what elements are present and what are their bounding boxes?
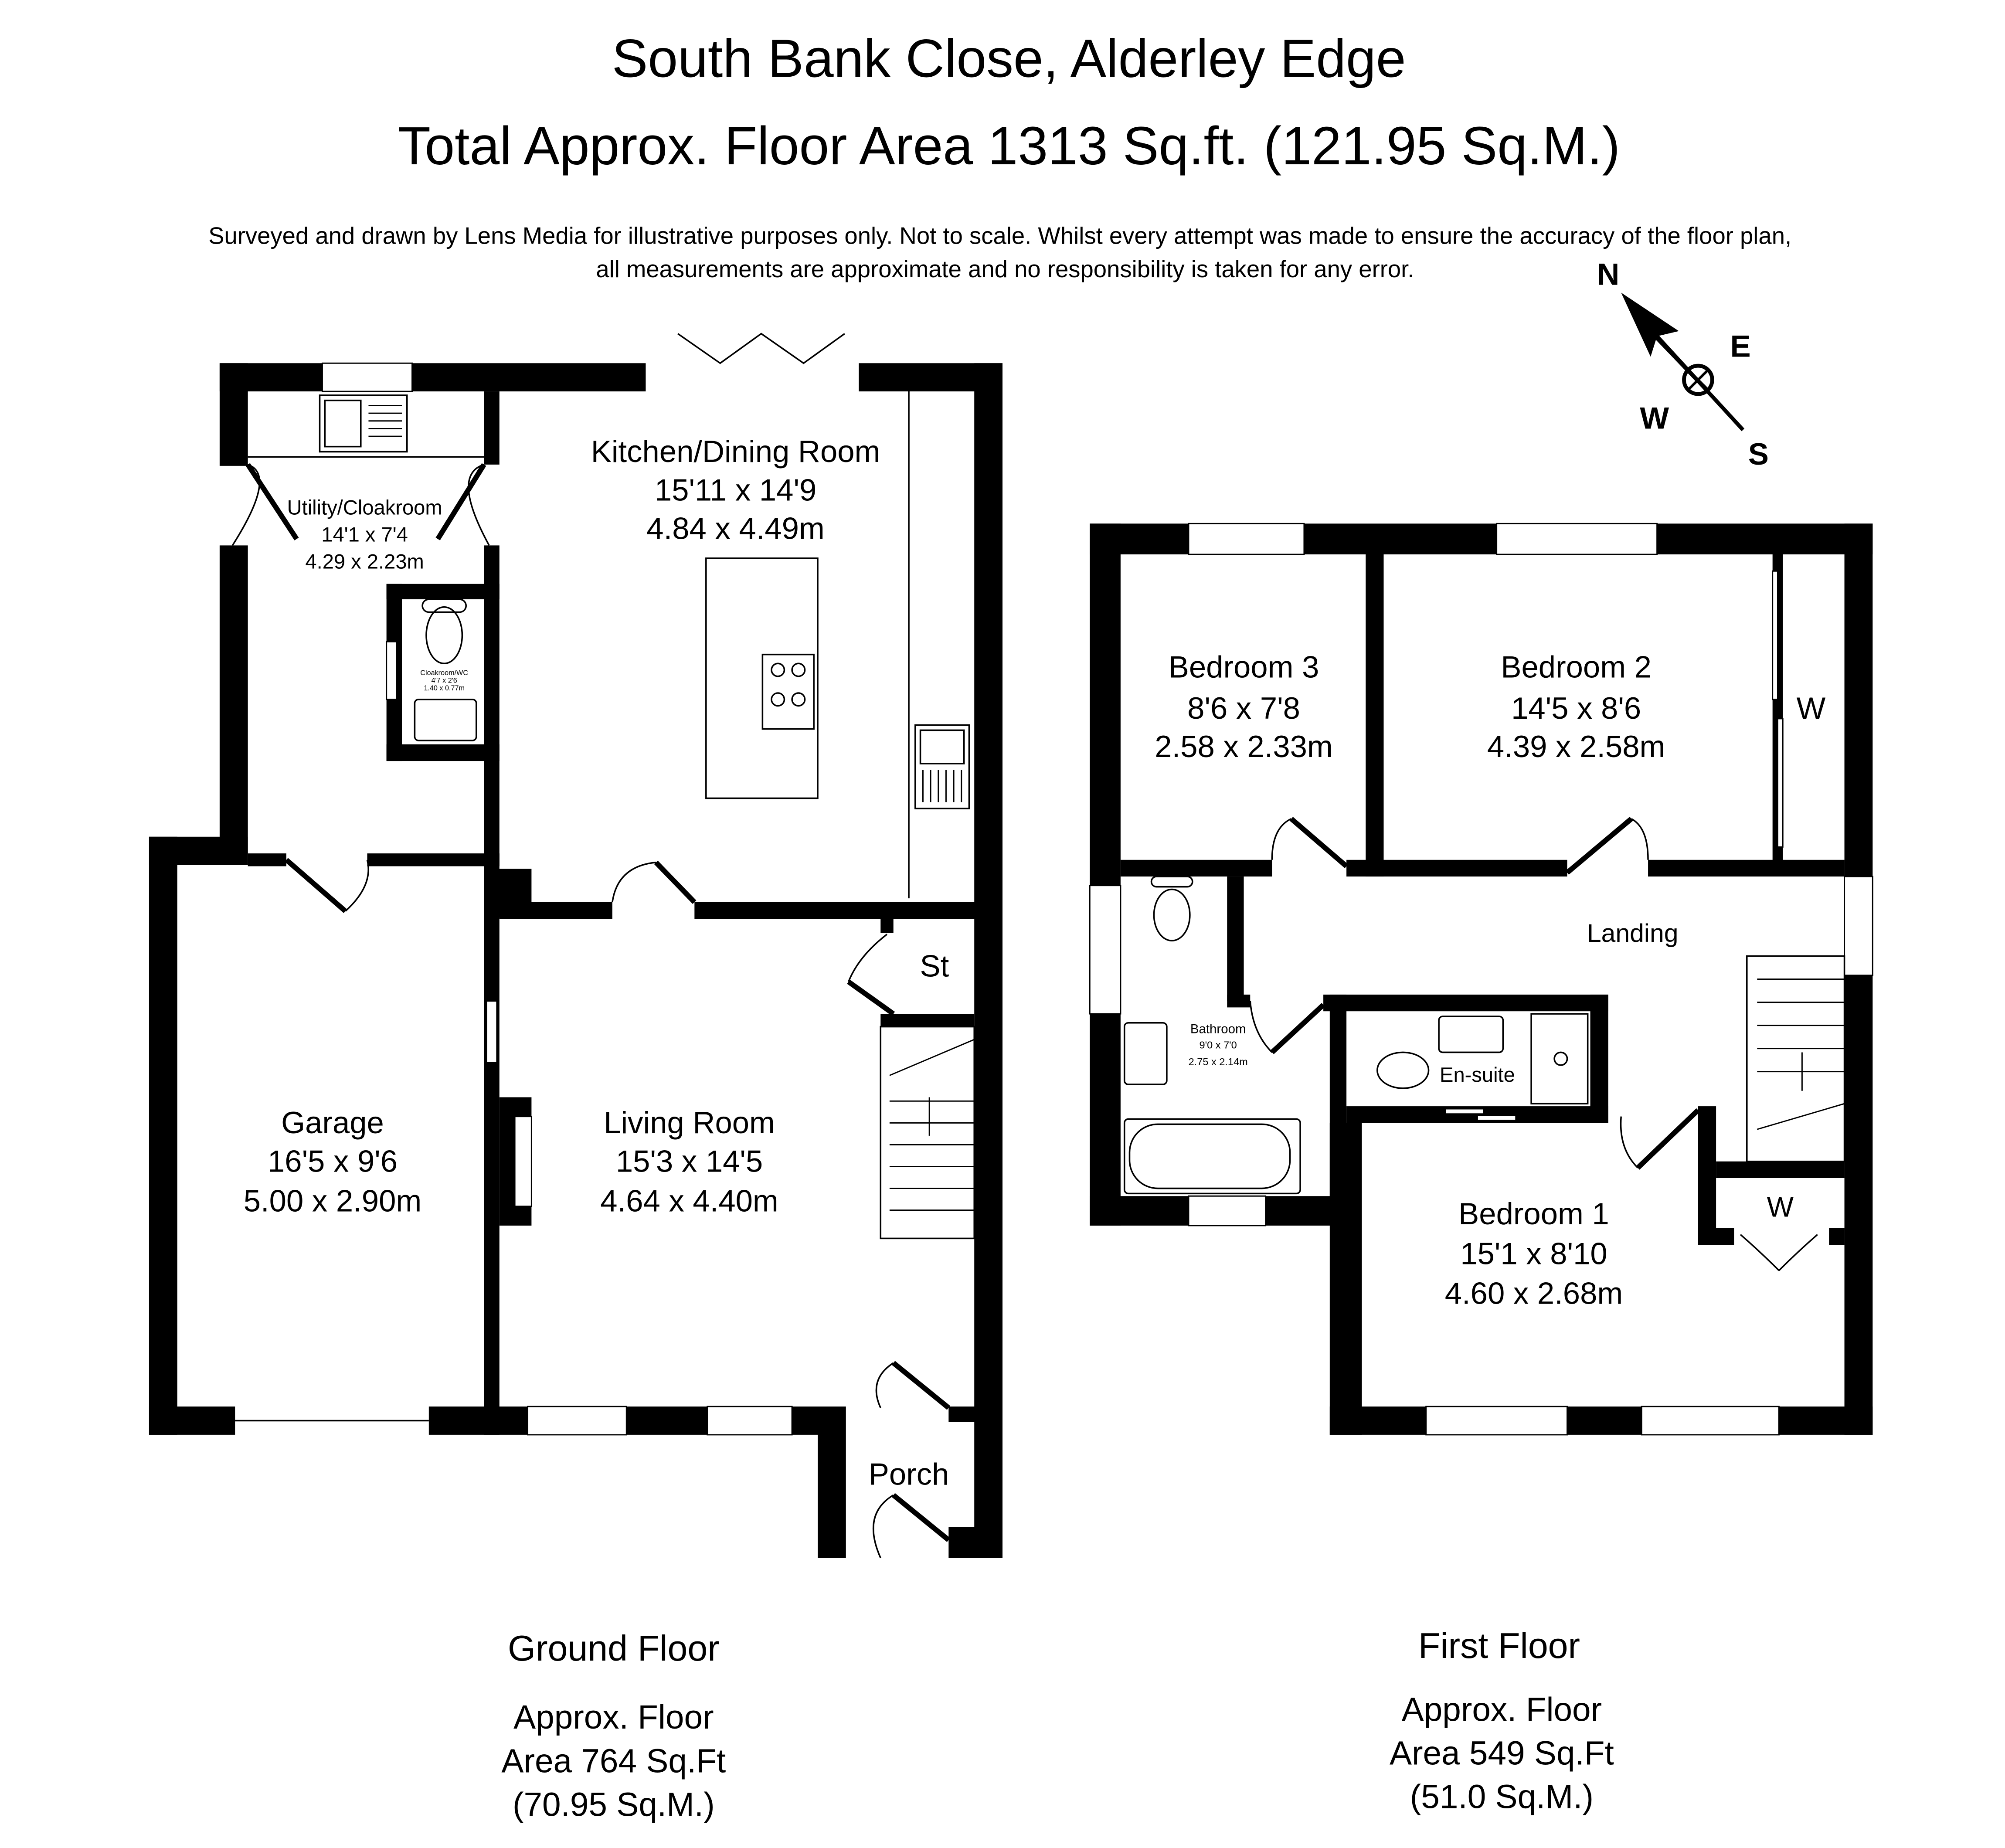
bathroom-name: Bathroom [1190, 1022, 1246, 1036]
garage-name: Garage [281, 1105, 384, 1140]
bedroom3-name: Bedroom 3 [1169, 650, 1319, 684]
kitchen-name: Kitchen/Dining Room [591, 434, 880, 469]
ground-floor-label: Ground Floor [508, 1628, 720, 1668]
compass-n: N [1597, 257, 1619, 292]
first-floor-area-3: (51.0 Sq.M.) [1410, 1779, 1594, 1816]
store-name: St [920, 949, 949, 983]
disclaimer-line-2: all measurements are approximate and no … [596, 256, 1414, 282]
ground-floor-area-2: Area 764 Sq.Ft [501, 1743, 726, 1780]
plan-title: South Bank Close, Alderley Edge [612, 29, 1406, 89]
first-floor-area-1: Approx. Floor [1402, 1692, 1602, 1729]
compass-w: W [1640, 401, 1669, 435]
first-floor-label: First Floor [1418, 1626, 1580, 1666]
bedroom3-metric: 2.58 x 2.33m [1155, 729, 1332, 764]
garage-imperial: 16'5 x 9'6 [268, 1144, 398, 1178]
bedroom2-name: Bedroom 2 [1501, 650, 1652, 684]
kitchen-imperial: 15'11 x 14'9 [655, 472, 816, 507]
plan-subtitle: Total Approx. Floor Area 1313 Sq.ft. (12… [398, 116, 1620, 176]
cloakroom-name: Cloakroom/WC [420, 669, 468, 677]
wardrobe1-label: W [1767, 1191, 1794, 1223]
compass-s: S [1748, 437, 1769, 471]
utility-metric: 4.29 x 2.23m [305, 550, 424, 573]
bathroom-metric: 2.75 x 2.14m [1189, 1056, 1248, 1067]
bathroom-imperial: 9'0 x 7'0 [1200, 1040, 1237, 1051]
garage-metric: 5.00 x 2.90m [244, 1184, 421, 1218]
landing-name: Landing [1587, 919, 1679, 948]
first-floor-area-2: Area 549 Sq.Ft [1390, 1735, 1614, 1772]
bedroom1-metric: 4.60 x 2.68m [1445, 1276, 1623, 1311]
bedroom3-imperial: 8'6 x 7'8 [1187, 691, 1300, 725]
disclaimer-line-1: Surveyed and drawn by Lens Media for ill… [208, 222, 1791, 249]
living-metric: 4.64 x 4.40m [600, 1184, 778, 1218]
living-imperial: 15'3 x 14'5 [616, 1144, 763, 1178]
kitchen-metric: 4.84 x 4.49m [646, 511, 824, 546]
ground-floor-area-3: (70.95 Sq.M.) [513, 1786, 715, 1823]
utility-imperial: 14'1 x 7'4 [321, 523, 408, 546]
wardrobe2-label: W [1797, 691, 1826, 725]
first-floor-plan: Bathroom 9'0 x 7'0 2.75 x 2.14m Bedroom … [1089, 523, 1873, 1816]
ensuite-name: En-suite [1440, 1063, 1515, 1086]
cloakroom-imperial: 4'7 x 2'6 [432, 676, 457, 684]
living-name: Living Room [604, 1105, 775, 1140]
bedroom1-imperial: 15'1 x 8'10 [1460, 1236, 1607, 1270]
porch-name: Porch [869, 1457, 949, 1491]
ground-floor-area-1: Approx. Floor [513, 1699, 714, 1736]
bedroom2-imperial: 14'5 x 8'6 [1511, 691, 1641, 725]
cloakroom-metric: 1.40 x 0.77m [424, 684, 465, 692]
utility-name: Utility/Cloakroom [287, 496, 442, 519]
compass-e: E [1730, 329, 1750, 363]
bedroom2-metric: 4.39 x 2.58m [1487, 729, 1665, 764]
compass-icon: N E W S [1597, 257, 1769, 471]
ground-floor-plan: Cloakroom/WC 4'7 x 2'6 1.40 x 0.77m [149, 333, 1002, 1823]
bedroom1-name: Bedroom 1 [1458, 1196, 1609, 1231]
